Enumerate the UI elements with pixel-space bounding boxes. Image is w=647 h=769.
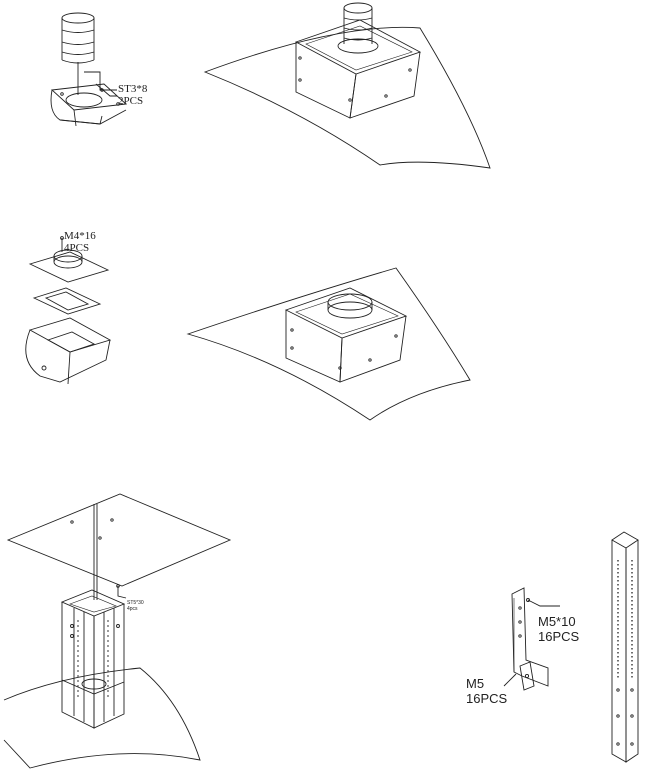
leader-m5-10 [527, 599, 560, 607]
screw-small-label: ST5*30 [127, 600, 144, 606]
top-bracket-plate [50, 83, 128, 127]
step3-detail-view: M5*10 16PCS M5 16PCS [466, 531, 639, 763]
ceiling-sheet-3 [6, 493, 232, 587]
motor-cylinder [61, 12, 95, 95]
leader-2pcs [95, 83, 117, 97]
screw-m4-qty: 4PCS [64, 242, 89, 254]
screw-small-qty: 4pcs [127, 606, 138, 612]
step2-assembled-view [186, 267, 471, 421]
ceiling-sheet-1 [203, 26, 491, 169]
step2-exploded-view: M4*16 4PCS [25, 230, 112, 385]
nut-m5-label: M5 [466, 676, 484, 691]
floor-sheet [3, 667, 201, 769]
nut-m5-qty: 16PCS [466, 691, 508, 706]
leader-st3 [84, 71, 117, 91]
screw-m5-10-label: M5*10 [538, 614, 576, 629]
l-bracket [511, 587, 549, 687]
leader-m5 [503, 673, 517, 687]
screw-st3-qty: 2PCS [118, 95, 143, 107]
step3-frame-view: ST5*30 4pcs [3, 493, 232, 769]
slotted-angle-post [611, 531, 639, 763]
step1-assembled-view [203, 2, 491, 169]
screw-m4-label: M4*16 [64, 230, 96, 242]
screw-st3-label: ST3*8 [118, 83, 148, 95]
leader-small-screw [117, 586, 127, 599]
step1-exploded-view: ST3*8 2PCS [50, 12, 148, 127]
screw-m5-10-qty: 16PCS [538, 629, 580, 644]
ceiling-sheet-2 [186, 267, 471, 421]
